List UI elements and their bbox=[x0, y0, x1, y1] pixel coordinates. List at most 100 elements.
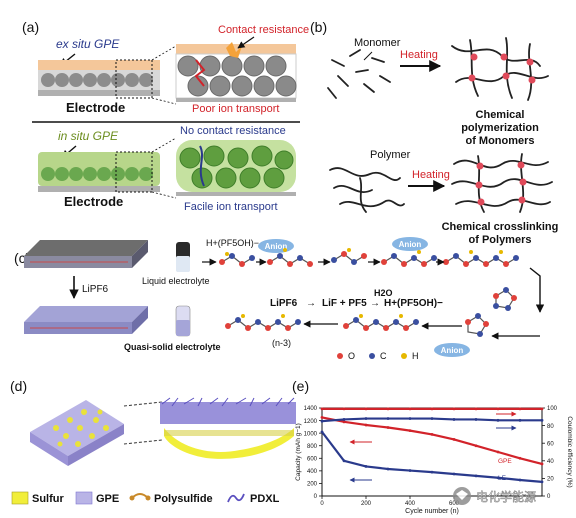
zoom-collector-top bbox=[176, 98, 296, 102]
caption-polymerization-l3: of Monomers bbox=[465, 135, 534, 147]
series-le-capacity-point bbox=[386, 467, 390, 471]
legend-sulfur: Sulfur bbox=[11, 491, 64, 505]
current-collector-bottom bbox=[38, 186, 160, 192]
series-le-efficiency-point bbox=[408, 417, 412, 420]
y-axis-left-title: Capacity (mAh g−1) bbox=[295, 423, 302, 481]
series-le-capacity-point bbox=[540, 480, 544, 484]
y-right-tick-label: 60 bbox=[547, 441, 554, 447]
cell-top-plate bbox=[24, 240, 148, 256]
quasi-solid-label: Quasi-solid electrolyte bbox=[124, 342, 221, 352]
panel-e-tag: (e) bbox=[292, 378, 309, 394]
panel-a-tag: (a) bbox=[22, 19, 39, 35]
series-gpe-efficiency-point bbox=[320, 407, 324, 411]
caption-crosslinking-l2: of Polymers bbox=[469, 234, 532, 246]
in-situ-label: in situ GPE bbox=[58, 129, 119, 143]
crosslink-nodes-1 bbox=[468, 53, 536, 84]
zoom-line-bottom-2 bbox=[151, 191, 177, 199]
series-gpe-efficiency-point bbox=[452, 407, 456, 411]
series-gpe-efficiency-point bbox=[518, 407, 522, 411]
y-left-tick-label: 800 bbox=[307, 444, 318, 450]
zoom-particles-bottom bbox=[179, 145, 294, 189]
series-gpe-capacity-point bbox=[496, 450, 500, 454]
watermark-text: 电化学能源 bbox=[476, 489, 536, 504]
crosslink-nodes-2 bbox=[475, 161, 527, 206]
series-le-efficiency-point bbox=[364, 417, 368, 420]
poor-transport-label: Poor ion transport bbox=[192, 103, 279, 115]
series-gpe-capacity-point bbox=[386, 426, 390, 429]
zoom-gpe-film bbox=[176, 44, 296, 54]
legend-carbon-label: C bbox=[380, 351, 387, 361]
series-le-capacity-point bbox=[518, 478, 522, 482]
series-gpe-capacity-point bbox=[474, 444, 478, 448]
series-gpe-efficiency-point bbox=[540, 407, 544, 411]
zoom-box-top bbox=[115, 59, 153, 99]
particle-row-bottom bbox=[41, 167, 153, 181]
anion-badge-2 bbox=[392, 237, 428, 251]
caption-polymerization-l1: Chemical bbox=[476, 109, 525, 121]
monomer-pointer bbox=[363, 51, 373, 61]
series-le-capacity-point bbox=[342, 459, 346, 463]
series-label-le: LE bbox=[498, 475, 507, 482]
ex-situ-label: ex situ GPE bbox=[56, 37, 120, 51]
contact-resistance-label: Contact resistance bbox=[218, 24, 309, 36]
series-le-capacity-point bbox=[320, 430, 324, 434]
electrode-label-top: Electrode bbox=[66, 100, 125, 115]
y-axis-right-title: Coulombic efficiency (%) bbox=[566, 416, 573, 487]
resistance-spark-icon bbox=[226, 42, 242, 58]
x-axis-title: Cycle number (n) bbox=[405, 508, 459, 515]
series-gpe-efficiency-point bbox=[408, 407, 412, 411]
zoom-line-top-2 bbox=[151, 97, 177, 105]
reaction-arrow-1: → bbox=[306, 298, 316, 309]
anion-badge-2-label: Anion bbox=[399, 240, 422, 249]
polymer-label: Polymer bbox=[370, 149, 411, 161]
legend-sulfur-label: Sulfur bbox=[32, 493, 64, 505]
series-gpe-capacity-point bbox=[364, 423, 368, 427]
caption-polymerization-l2: polymerization bbox=[461, 122, 539, 134]
caption-crosslinking-l1: Chemical crosslinking bbox=[442, 221, 559, 233]
legend-polysulfide: Polysulfide bbox=[129, 493, 213, 505]
legend-pdxl: PDXL bbox=[227, 493, 280, 505]
liquid-vial-body bbox=[176, 256, 190, 272]
chart-plot-frame bbox=[321, 407, 543, 497]
no-contact-resistance-label: No contact resistance bbox=[180, 125, 286, 137]
series-gpe-capacity-point bbox=[430, 433, 434, 436]
chart-series bbox=[320, 407, 544, 484]
panel-c: (c) LiPF6 Liquid electrolyte Quasi-solid… bbox=[14, 237, 545, 361]
series-le-capacity-point bbox=[452, 472, 456, 476]
monomer-fragments bbox=[327, 49, 391, 99]
facile-transport-path bbox=[199, 145, 205, 187]
y-left-tick-label: 400 bbox=[307, 469, 318, 475]
series-le-capacity-point bbox=[364, 465, 368, 468]
series-gpe-efficiency-point bbox=[386, 407, 390, 411]
series-le-efficiency-point bbox=[320, 419, 324, 423]
y-left-tick-label: 0 bbox=[314, 494, 318, 500]
sulfur-particles-block bbox=[53, 409, 109, 447]
particle-row-top bbox=[41, 73, 153, 87]
series-le-efficiency-point bbox=[342, 418, 346, 421]
y-left-tick-label: 1200 bbox=[304, 419, 318, 425]
x-tick-label: 600 bbox=[449, 501, 460, 507]
initiator-label: H+(PF5OH)− bbox=[206, 238, 259, 248]
panel-a: (a) ex situ GPE Electrode Contact resist… bbox=[22, 19, 309, 213]
electrode-label-bottom: Electrode bbox=[64, 194, 123, 209]
series-gpe-efficiency-point bbox=[430, 407, 434, 411]
cell-bottom-side bbox=[132, 306, 148, 334]
series-gpe-capacity-point bbox=[408, 429, 412, 433]
y-right-tick-label: 80 bbox=[547, 424, 554, 430]
atoms-bottom bbox=[225, 313, 489, 337]
series-le-efficiency-point bbox=[540, 418, 544, 422]
legend-hydrogen-dot bbox=[401, 353, 407, 359]
series-le-efficiency-point bbox=[386, 417, 390, 420]
series-le-capacity-point bbox=[430, 470, 434, 474]
y-right-tick-label: 20 bbox=[547, 477, 554, 483]
reaction-product: H+(PF5OH)− bbox=[384, 298, 443, 309]
panel-d-tag: (d) bbox=[10, 378, 27, 394]
series-gpe-capacity-point bbox=[452, 438, 456, 441]
zoom-line-d-1 bbox=[123, 401, 163, 407]
cell-top-side bbox=[132, 240, 148, 268]
